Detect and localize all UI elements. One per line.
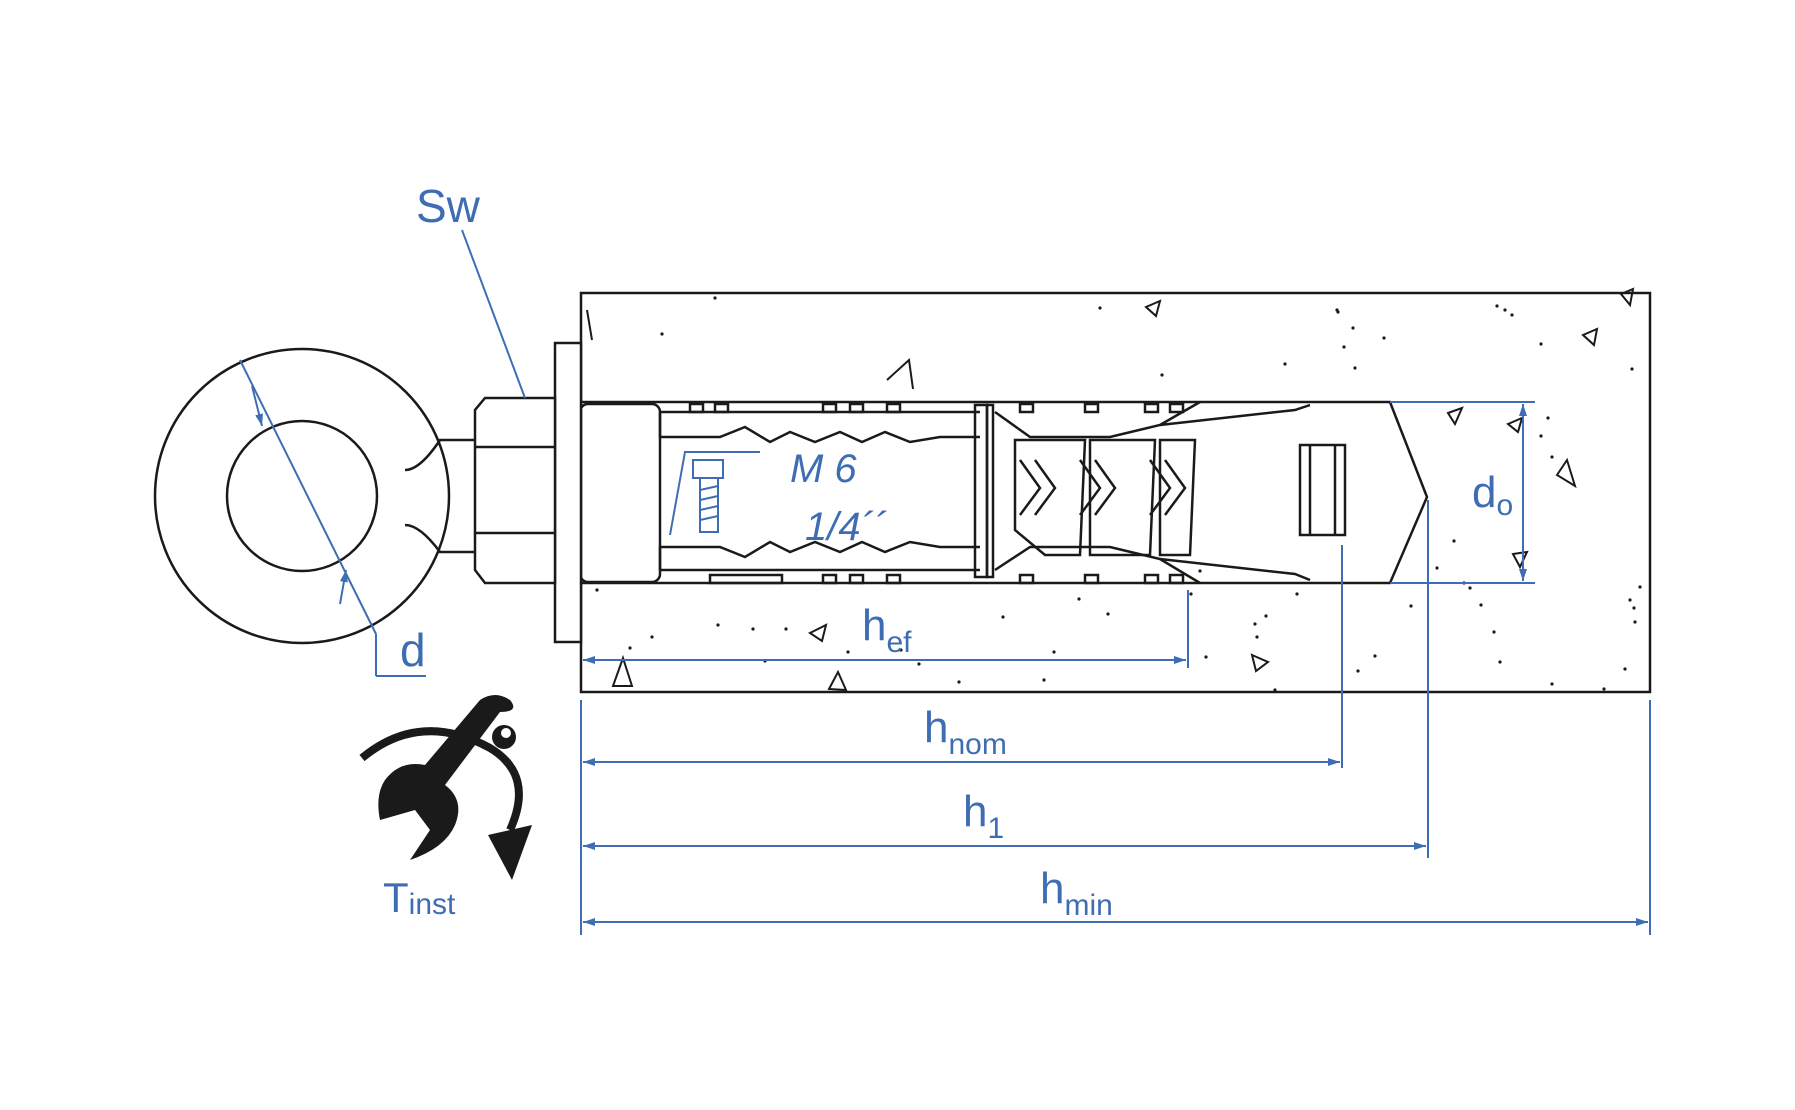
- hnom-label: hnom: [924, 703, 1007, 761]
- wrench-torque-icon: [359, 695, 532, 880]
- anchor-sleeve: [578, 400, 1429, 585]
- d-leader: [239, 359, 377, 635]
- bolt-marking-icon: [669, 451, 760, 536]
- concrete-aggregate-marks: [586, 287, 1635, 692]
- washer: [553, 341, 583, 644]
- dimension-lines: [239, 229, 1651, 935]
- hmin-label: hmin: [1040, 864, 1113, 922]
- tinst-label: Tinst: [383, 874, 456, 921]
- eye-ring-inner: [225, 419, 379, 573]
- hef-label: hef: [862, 601, 912, 659]
- sw-label: Sw: [416, 180, 481, 232]
- sw-leader: [461, 229, 526, 399]
- hex-nut: [473, 396, 557, 585]
- eye-bolt: [153, 341, 583, 645]
- d0-label: do: [1472, 468, 1513, 522]
- d-label: d: [400, 624, 426, 676]
- concrete-dots: [595, 296, 1642, 692]
- thread-imperial-label: 1/4´´: [805, 505, 887, 549]
- h1-label: h1: [963, 787, 1004, 845]
- thread-metric-label: M 6: [790, 447, 857, 491]
